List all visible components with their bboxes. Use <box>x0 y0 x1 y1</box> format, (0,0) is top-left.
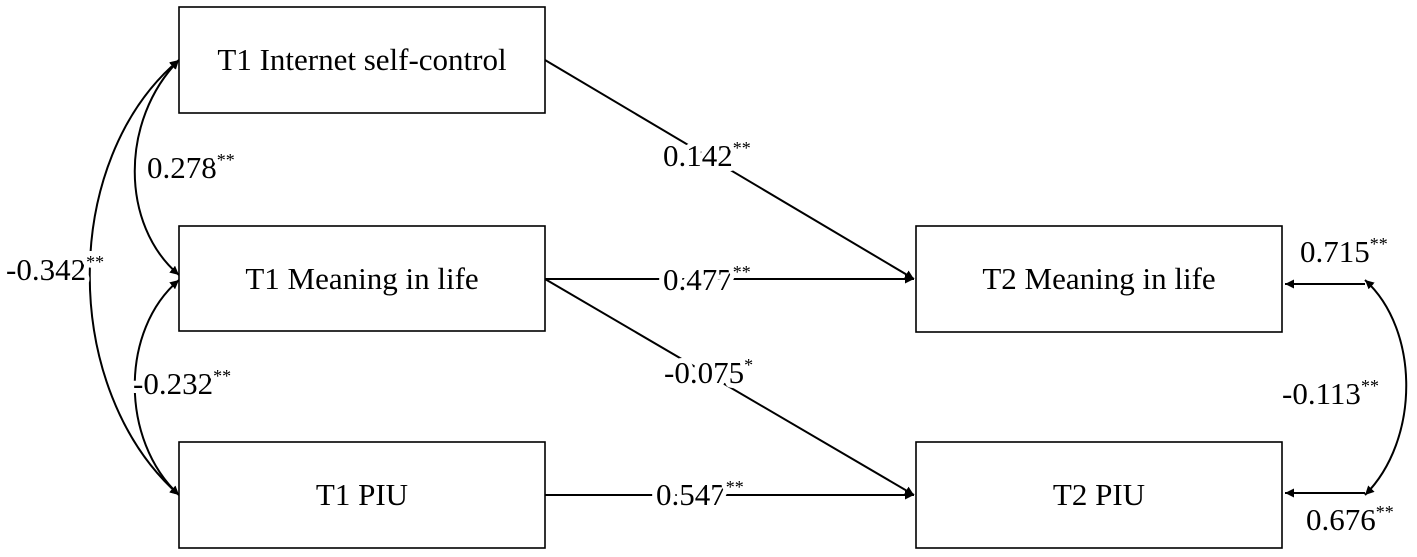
node-label: T2 Meaning in life <box>982 261 1215 296</box>
correlation-curve-meaning-piu <box>133 279 180 496</box>
coef-t1-meaning-to-t2-piu: -0.075* <box>664 355 753 390</box>
correlation-curve-self-control-piu <box>88 59 180 496</box>
node-t1-piu: T1 PIU <box>178 441 546 549</box>
node-t2-meaning: T2 Meaning in life <box>915 225 1283 333</box>
coef-t1-meaning-to-t2-meaning: 0.477** <box>663 262 751 297</box>
node-label: T1 Internet self-control <box>217 42 506 77</box>
node-t2-piu: T2 PIU <box>915 441 1283 549</box>
coef-meaning-piu: -0.232** <box>133 366 231 401</box>
node-label: T2 PIU <box>1053 477 1145 512</box>
coef-residual-t2-piu: 0.676** <box>1306 502 1394 537</box>
node-t1-self-control: T1 Internet self-control <box>178 6 546 114</box>
node-label: T1 PIU <box>316 477 408 512</box>
coef-residual-t2-meaning: 0.715** <box>1300 234 1388 269</box>
node-label: T1 Meaning in life <box>245 261 478 296</box>
path-t1-meaning-to-t2-piu <box>544 278 915 496</box>
correlation-curve-t2 <box>1364 279 1408 496</box>
node-t1-meaning: T1 Meaning in life <box>178 225 546 332</box>
coef-self-control-meaning: 0.278** <box>147 150 235 185</box>
coef-t1-piu-to-t2-piu: 0.547** <box>656 477 744 512</box>
correlation-curve-self-control-meaning <box>133 59 180 276</box>
path-self-control-to-t2-meaning <box>544 59 915 280</box>
coef-t2-meaning-t2-piu: -0.113** <box>1282 376 1379 411</box>
coef-self-control-to-t2-meaning: 0.142** <box>663 138 751 173</box>
